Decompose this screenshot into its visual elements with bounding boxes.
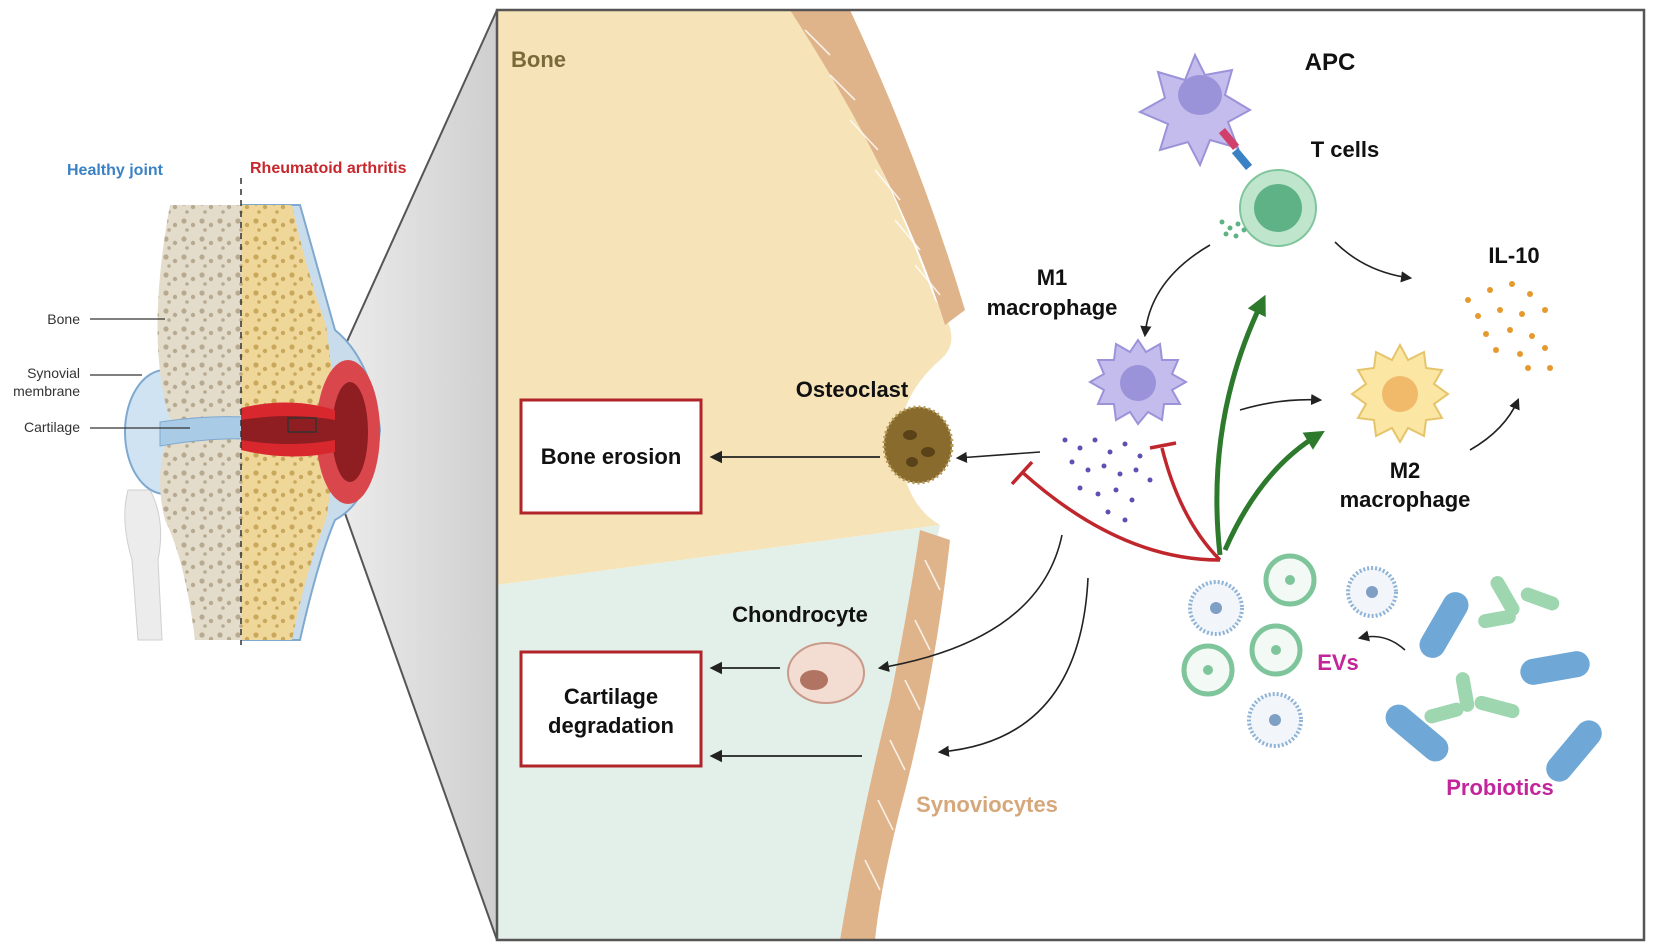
m1-cytokines [1062, 437, 1153, 523]
bone-erosion-label: Bone erosion [541, 444, 682, 469]
zoom-panel-border [495, 8, 1646, 942]
ra-half [241, 204, 382, 641]
healthy-half [124, 205, 241, 640]
ev-green-3 [1249, 623, 1303, 677]
il10-dots [1465, 281, 1553, 371]
m1-macrophage [1087, 338, 1189, 426]
m2-label-line2: macrophage [1340, 487, 1471, 512]
cartilage-degradation-line2: degradation [548, 713, 674, 738]
osteoclast-label: Osteoclast [796, 377, 909, 402]
extracellular-vesicles [1181, 553, 1398, 748]
m1-label-line2: macrophage [987, 295, 1118, 320]
bone-erosion-box [519, 398, 703, 515]
inhibit-osteoclast-line [1020, 470, 1221, 562]
probiotic-rod-1 [1419, 592, 1469, 658]
inhibit-m1-line [1160, 447, 1222, 562]
zoom-panel: Bone Osteoclast Bone erosion Chondrocyte… [495, 8, 1646, 942]
probiotic-rod-4 [1546, 720, 1602, 782]
m1-to-chondrocyte-arrow [877, 534, 1063, 672]
probiotic-y-1 [1478, 576, 1560, 629]
m2-to-il10-arrow [1469, 397, 1520, 451]
m1-to-osteoclast-arrow [955, 451, 1041, 463]
t-cells-label: T cells [1311, 137, 1379, 162]
ev-spiky-3 [1247, 692, 1303, 748]
m1-to-m2-arrow [1239, 393, 1323, 411]
joint-illustration: Healthy joint Rheumatoid arthritis Bone … [13, 9, 498, 941]
m1-label-line1: M1 [1037, 265, 1068, 290]
fibula-bone [124, 489, 163, 641]
cartilage-label: Cartilage [24, 419, 80, 435]
apc-cell [1137, 52, 1253, 170]
ev-green-2 [1181, 643, 1235, 697]
evs-label: EVs [1317, 650, 1359, 675]
probiotic-y-2 [1424, 672, 1520, 724]
bone-region-label: Bone [511, 47, 566, 72]
probiotics [1385, 576, 1602, 782]
synoviocyte-band-lower [840, 530, 950, 940]
zoom-cone [288, 10, 497, 940]
synovial-label-line2: membrane [13, 383, 80, 399]
cartilage-degradation-box [519, 650, 703, 768]
il10-label: IL-10 [1488, 243, 1539, 268]
cartilage-degradation-line1: Cartilage [564, 684, 658, 709]
synoviocyte-band-upper [790, 10, 965, 325]
ev-spiky-2 [1346, 566, 1398, 618]
probiotic-rod-3 [1385, 704, 1449, 762]
synoviocytes-label: Synoviocytes [916, 792, 1058, 817]
tcell-to-m1-arrow [1140, 244, 1211, 338]
bone-label: Bone [47, 311, 80, 327]
promote-tcell-arrow [1214, 294, 1266, 556]
promote-m2-arrow [1222, 430, 1325, 552]
tcell-cytokines [1219, 219, 1247, 239]
probiotics-to-evs-arrow [1357, 630, 1406, 651]
m1-to-synoviocyte-arrow [937, 577, 1089, 757]
chondrocyte [787, 642, 865, 704]
tcell-to-il10-arrow [1334, 241, 1413, 283]
ev-spiky-1 [1188, 580, 1244, 636]
cartilage-region [497, 525, 940, 940]
synovial-label-line1: Synovial [27, 365, 80, 381]
probiotic-rod-2 [1520, 651, 1590, 685]
ev-green-1 [1263, 553, 1317, 607]
osteoclast [882, 405, 954, 485]
chondrocyte-label: Chondrocyte [732, 602, 868, 627]
m2-macrophage [1350, 342, 1450, 445]
probiotics-label: Probiotics [1446, 775, 1554, 800]
healthy-joint-label: Healthy joint [67, 162, 164, 179]
ra-label: Rheumatoid arthritis [250, 160, 407, 177]
apc-label: APC [1305, 49, 1356, 76]
t-cell [1239, 169, 1317, 247]
m2-label-line1: M2 [1390, 458, 1421, 483]
